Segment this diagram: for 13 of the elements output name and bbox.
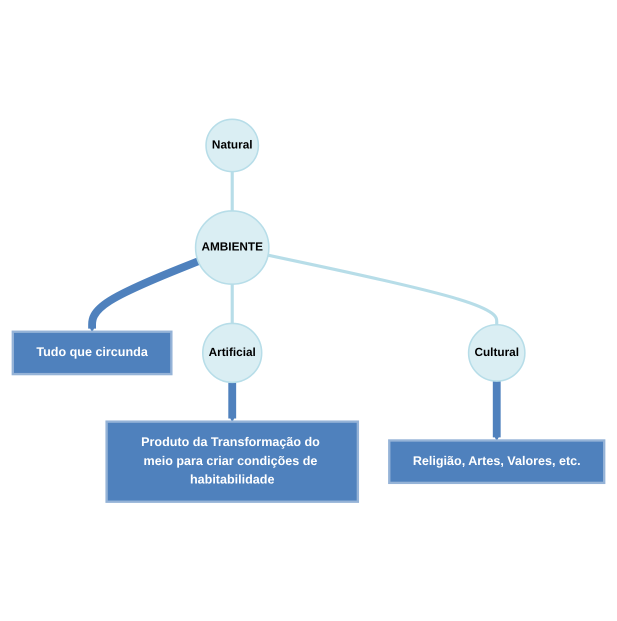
node-circle: Artificial [202, 322, 262, 384]
node-circle: Cultural [468, 324, 526, 382]
arrow [88, 258, 200, 332]
node-circle: Natural [205, 118, 260, 172]
arrow [228, 382, 236, 422]
node-box: Produto da Transformação do meio para criar condições de habitabilidade [105, 420, 360, 503]
connector [230, 284, 234, 324]
node-box: Religião, Artes, Valores, etc. [388, 439, 606, 484]
node-circle: AMBIENTE [194, 210, 270, 285]
connector [230, 172, 234, 211]
node-box: Tudo que circunda [12, 330, 173, 376]
connector [268, 254, 498, 325]
arrow [492, 380, 501, 441]
